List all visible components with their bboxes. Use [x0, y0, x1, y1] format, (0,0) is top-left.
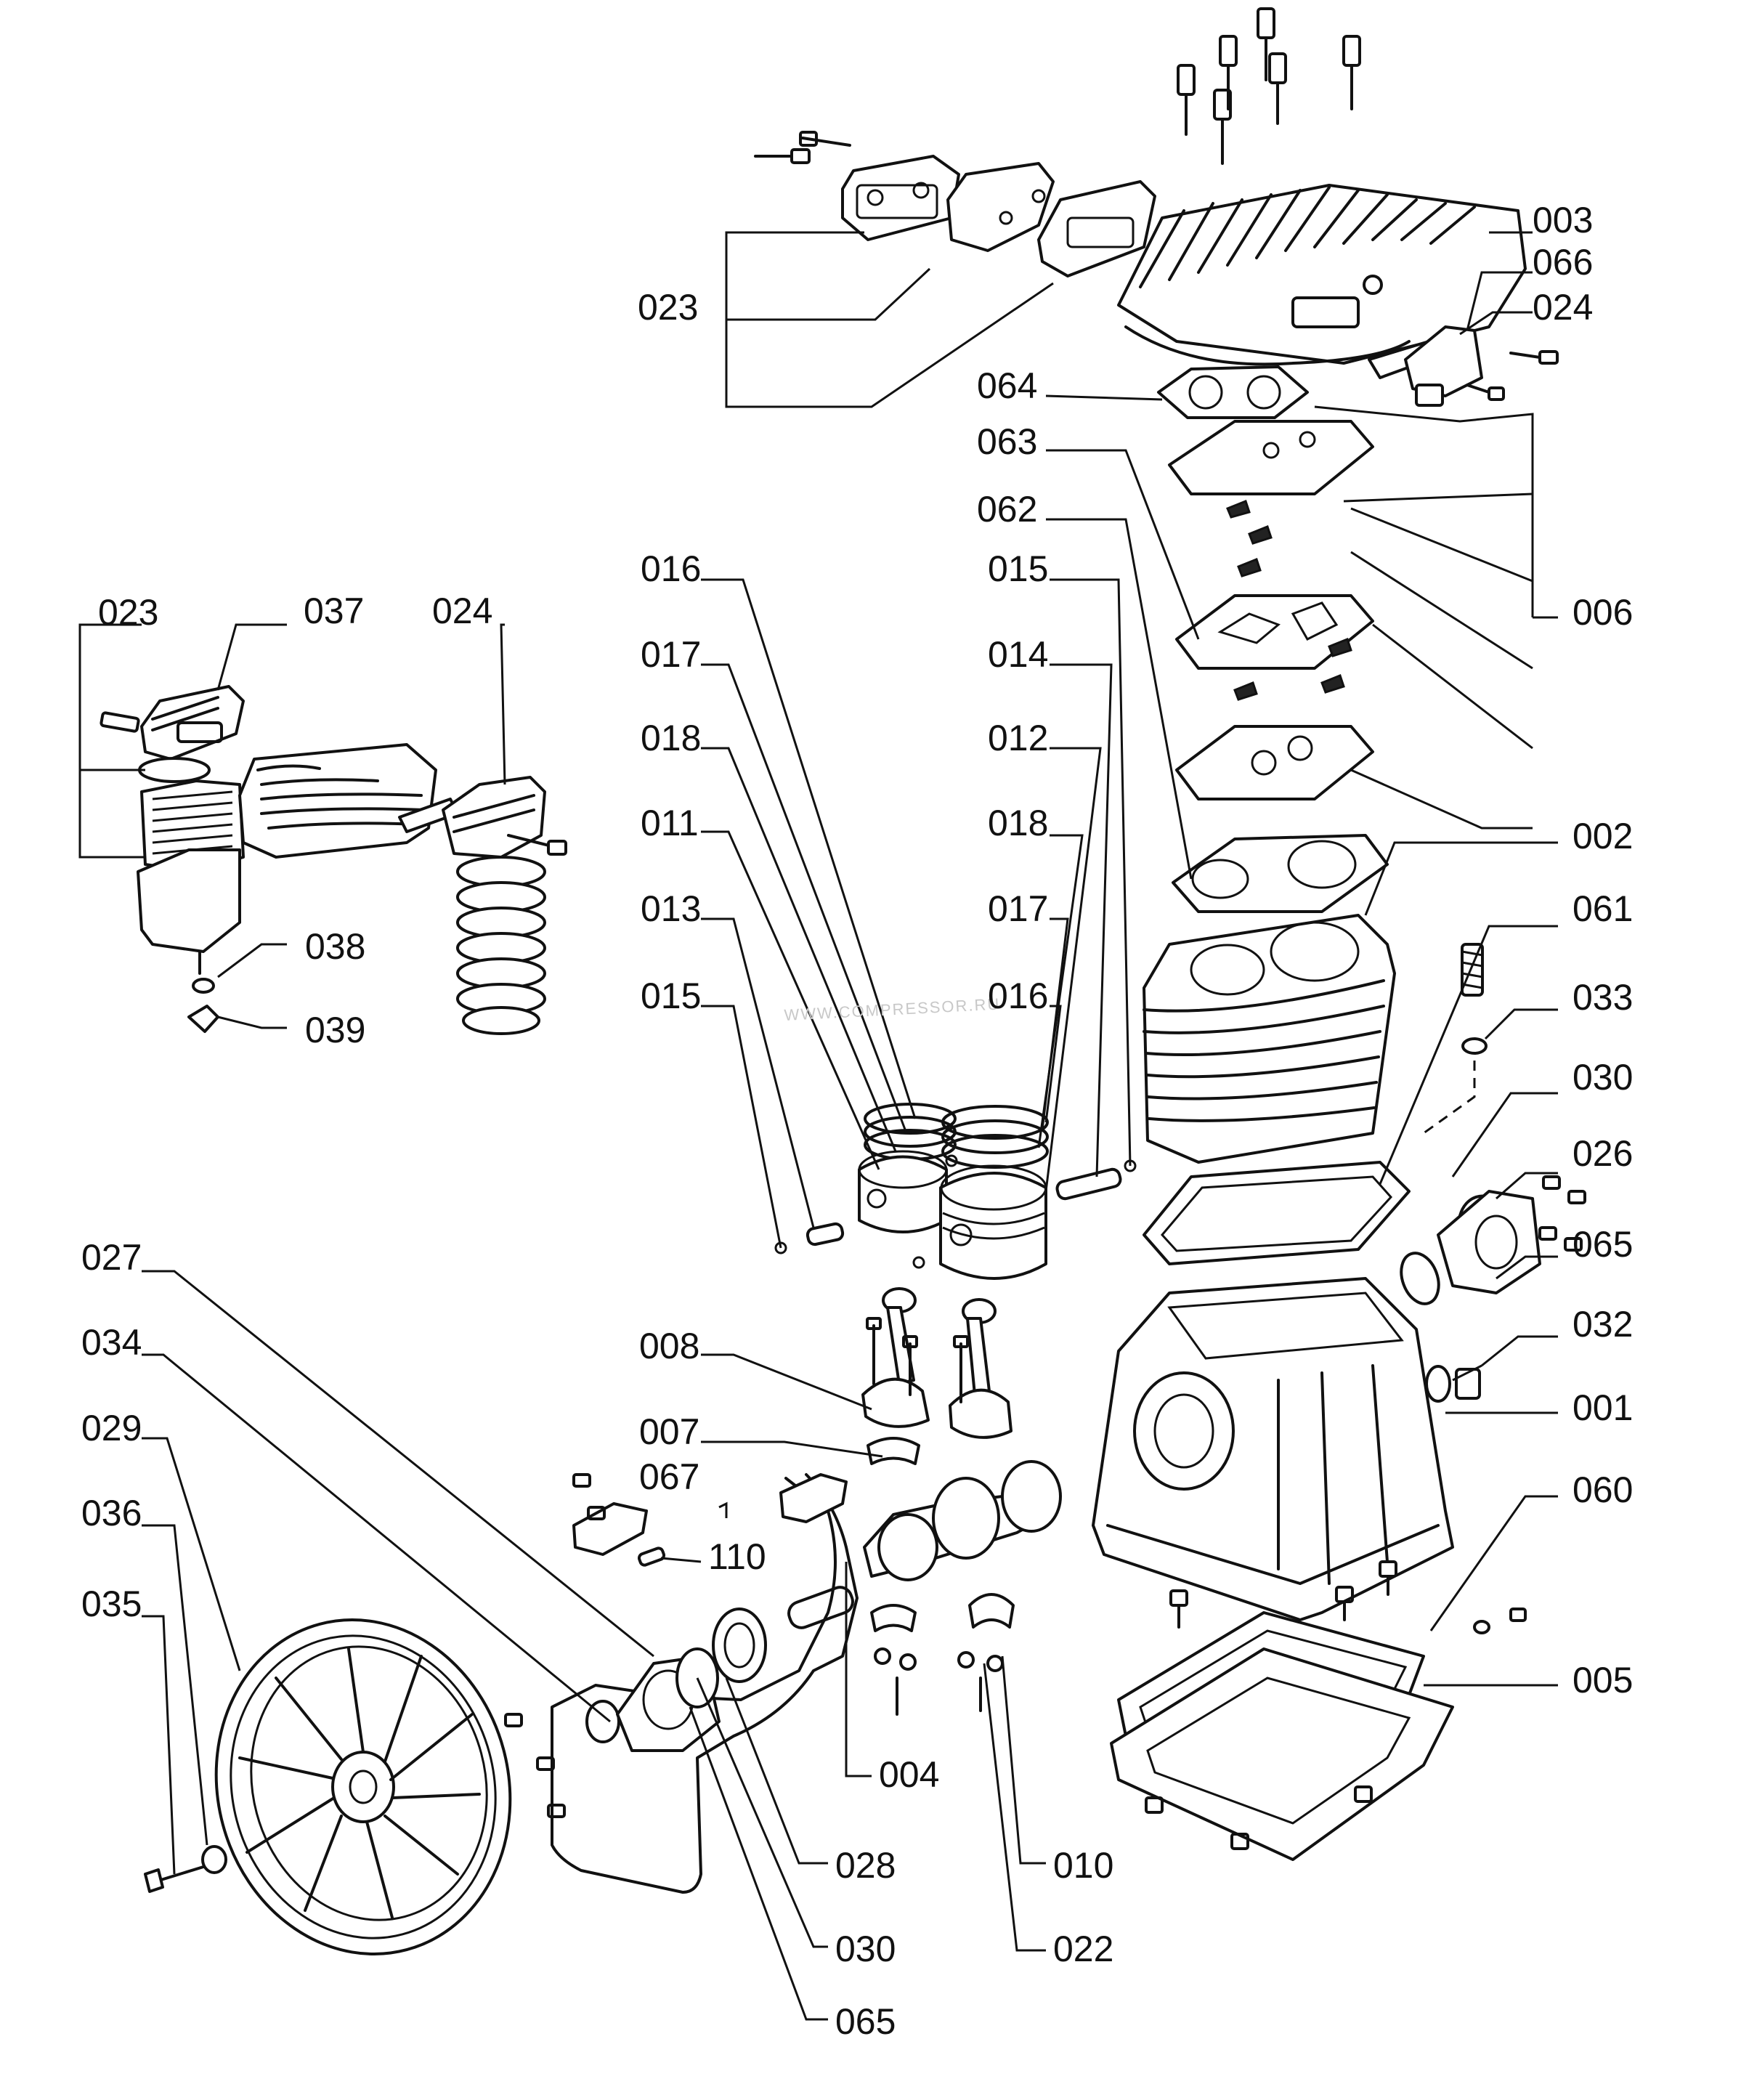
callout-062: 062 — [977, 489, 1037, 530]
callout-012: 012 — [988, 718, 1048, 758]
callout-065-right: 065 — [1573, 1224, 1633, 1265]
callout-labels: 003 066 024 023 064 063 062 006 016 017 … — [81, 200, 1633, 2042]
callout-030-right: 030 — [1573, 1057, 1633, 1098]
side-cover — [1400, 1175, 1586, 1305]
callout-065-bottom: 065 — [835, 2001, 896, 2042]
callout-023-left: 023 — [98, 592, 158, 633]
callout-039: 039 — [305, 1010, 365, 1050]
callout-005: 005 — [1573, 1660, 1633, 1700]
breather-bolt — [1461, 943, 1488, 1055]
callout-036: 036 — [81, 1493, 142, 1533]
callout-029: 029 — [81, 1408, 142, 1448]
callout-015-right: 015 — [988, 548, 1048, 589]
head-bolts — [1177, 7, 1361, 165]
flywheel — [214, 1618, 512, 1955]
callout-030-bottom: 030 — [835, 1929, 896, 1969]
muffler-024-side — [442, 776, 567, 1035]
callout-110: 110 — [708, 1536, 766, 1577]
bearing-caps — [870, 1593, 1015, 1716]
crankcase — [1092, 1277, 1454, 1621]
base-gasket — [1143, 1161, 1411, 1265]
callout-016: 016 — [641, 548, 701, 589]
callout-007: 007 — [639, 1411, 699, 1452]
callout-023: 023 — [638, 287, 698, 328]
callout-035: 035 — [81, 1584, 142, 1624]
callout-001: 001 — [1573, 1387, 1633, 1428]
cylinder-head — [1117, 184, 1527, 366]
valve-plate-stack — [1157, 365, 1389, 913]
callout-027: 027 — [81, 1237, 142, 1278]
connecting-rods — [861, 1287, 1013, 1465]
callout-026: 026 — [1573, 1133, 1633, 1174]
callout-016-right: 016 — [988, 976, 1048, 1016]
callout-064: 064 — [977, 365, 1037, 406]
callout-063: 063 — [977, 421, 1037, 462]
callout-017-right: 017 — [988, 888, 1048, 929]
callout-024: 024 — [1533, 287, 1593, 328]
callout-011: 011 — [641, 803, 699, 843]
cylinder-block — [1143, 914, 1396, 1164]
callout-013: 013 — [641, 888, 701, 929]
callout-067: 067 — [639, 1456, 699, 1497]
callout-038: 038 — [305, 926, 365, 967]
callout-032: 032 — [1573, 1304, 1633, 1345]
callout-017: 017 — [641, 634, 701, 675]
unloader-valve — [1368, 325, 1559, 407]
callout-003: 003 — [1533, 200, 1593, 240]
carry-handle — [551, 1473, 859, 1894]
callout-006: 006 — [1573, 592, 1633, 633]
callout-008: 008 — [639, 1326, 699, 1366]
intake-filter-top — [754, 131, 1156, 277]
callout-004: 004 — [879, 1754, 939, 1795]
callout-018-right: 018 — [988, 803, 1048, 843]
leader-lines — [78, 231, 1558, 2021]
callout-037: 037 — [304, 591, 364, 631]
callout-061: 061 — [1573, 888, 1633, 929]
pistons — [774, 1103, 1137, 1280]
filter-assembly-side — [100, 685, 245, 1033]
callout-028: 028 — [835, 1845, 896, 1886]
callout-060: 060 — [1573, 1469, 1633, 1510]
callout-015-left: 015 — [641, 976, 701, 1016]
pin-110 — [637, 1546, 666, 1567]
base-plate — [1110, 1560, 1527, 1861]
crankshaft — [787, 1460, 1062, 1629]
watermark: WWW.COMPRESSOR.RU — [784, 994, 1001, 1024]
callout-066: 066 — [1533, 242, 1593, 283]
callout-033: 033 — [1573, 977, 1633, 1018]
callout-010: 010 — [1053, 1845, 1113, 1886]
callout-014: 014 — [988, 634, 1048, 675]
callout-024-left: 024 — [432, 591, 492, 631]
flywheel-bolt — [144, 1845, 227, 1893]
callout-018: 018 — [641, 718, 701, 758]
cylinder-head-side — [238, 743, 459, 859]
callout-002: 002 — [1573, 816, 1633, 856]
callout-034: 034 — [81, 1322, 142, 1363]
callout-022: 022 — [1053, 1929, 1113, 1969]
